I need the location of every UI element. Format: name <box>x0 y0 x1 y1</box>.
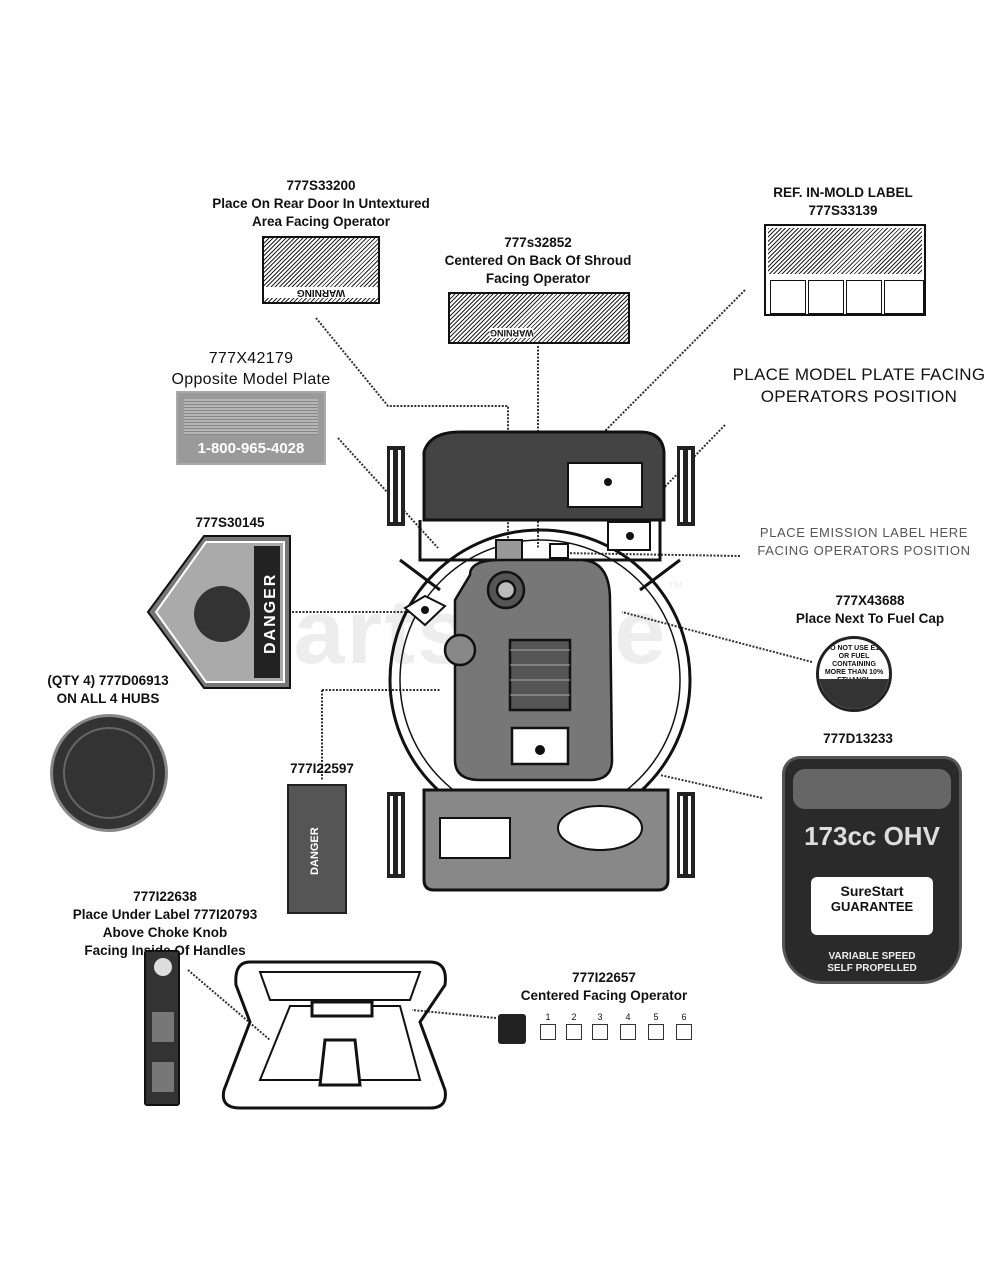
caption-777s33139: REF. IN-MOLD LABEL 777S33139 <box>773 185 913 218</box>
label-777x43688-fuel-cap: DO NOT USE E15 OR FUEL CONTAINING MORE T… <box>816 636 892 712</box>
engine <box>443 558 614 782</box>
safety-pictogram-4 <box>884 280 924 314</box>
label-777d06913-hub <box>50 714 168 832</box>
caption-model-plate: PLACE MODEL PLATE FACING OPERATORS POSIT… <box>732 365 986 406</box>
safety-pictogram-3 <box>846 280 882 314</box>
caption-777i22597: 777I22597 <box>290 761 354 776</box>
label-777i22657-steps: 1 2 3 4 5 6 <box>498 1012 702 1052</box>
caption-777s30145: 777S30145 <box>195 515 265 530</box>
danger-word: DANGER <box>262 572 279 654</box>
handle <box>221 960 447 1110</box>
caption-emission: PLACE EMISSION LABEL HERE FACING OPERATO… <box>757 525 971 558</box>
caption-777d13233: 777D13233 <box>823 731 893 746</box>
label-777i22638-choke <box>144 950 180 1106</box>
caption-777x42179: 777X42179 Opposite Model Plate <box>171 350 331 388</box>
label-777s33139-in-mold <box>764 224 926 316</box>
caption-777d06913: (QTY 4) 777D06913 ON ALL 4 HUBS <box>47 673 169 706</box>
label-777x42179-plate: 1-800-965-4028 <box>176 391 326 465</box>
label-777s30145-danger <box>146 535 291 689</box>
label-777s32852-warning: WARNING <box>448 292 630 344</box>
caption-777x43688: 777X43688 Place Next To Fuel Cap <box>795 593 945 626</box>
label-777i22597: DANGER <box>287 784 347 914</box>
label-777s33200-warning: WARNING <box>262 236 380 304</box>
caption-777s32852: 777s32852 Centered On Back Of Shroud Fac… <box>444 235 632 286</box>
caption-777i22657: 777I22657 Centered Facing Operator <box>520 970 688 1003</box>
safety-pictogram-2 <box>808 280 844 314</box>
safety-pictogram-1 <box>770 280 806 314</box>
model-plate-area <box>567 462 643 508</box>
label-777d13233-engine-badge: 173cc OHV SureStart GUARANTEE VARIABLE S… <box>782 756 962 984</box>
caption-777s33200: 777S33200 Place On Rear Door In Untextur… <box>212 178 430 229</box>
